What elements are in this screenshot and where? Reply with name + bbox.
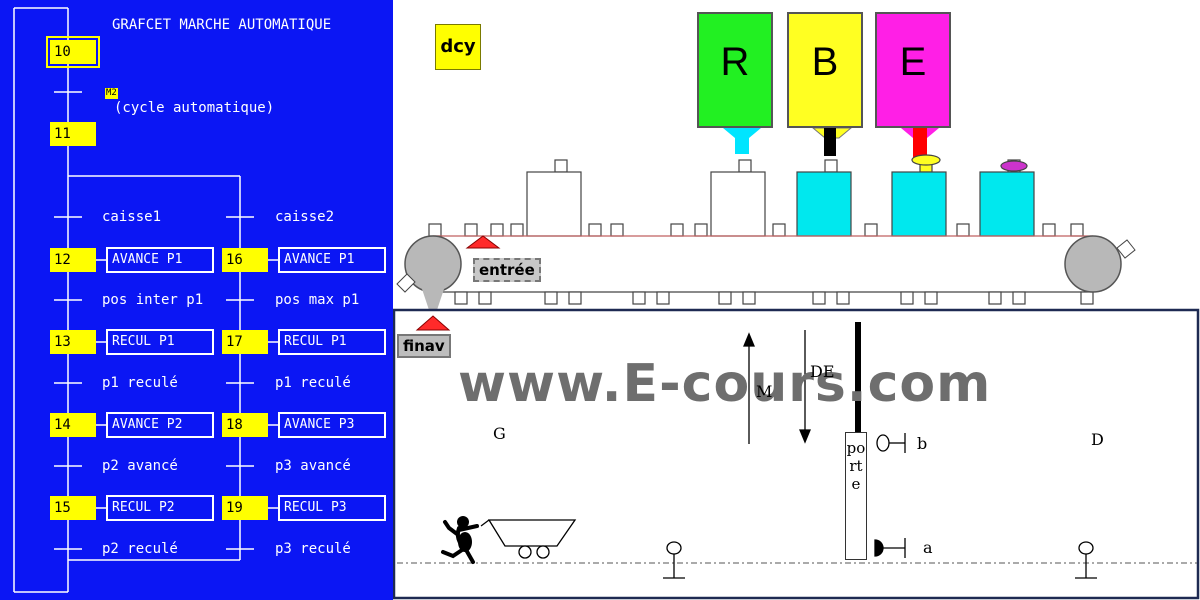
action-box: AVANCE P3 xyxy=(278,412,386,438)
step-19[interactable]: 19 xyxy=(222,496,268,520)
conveyor-belt xyxy=(428,223,1094,305)
step-13[interactable]: 13 xyxy=(50,330,96,354)
condition-label: p1 reculé xyxy=(102,375,178,391)
condition-label: p3 reculé xyxy=(275,541,351,557)
hopper-spout-r xyxy=(735,136,749,154)
door: porte xyxy=(845,432,867,560)
step-12[interactable]: 12 xyxy=(50,248,96,272)
discharge-funnel xyxy=(421,286,445,310)
label-g: G xyxy=(493,424,506,443)
entree-sensor-label[interactable]: entrée xyxy=(473,258,541,282)
entree-sensor-icon xyxy=(465,235,501,249)
label-m: M xyxy=(756,382,773,401)
hopper-b: B xyxy=(787,12,863,128)
step-18[interactable]: 18 xyxy=(222,413,268,437)
hopper-e: E xyxy=(875,12,951,128)
grafcet-lines xyxy=(13,7,278,593)
roller-tab-left xyxy=(396,273,416,293)
grafcet-panel: GRAFCET MARCHE AUTOMATIQUE 10 M2 (cycle … xyxy=(0,0,393,600)
step-15[interactable]: 15 xyxy=(50,496,96,520)
wheelbarrow-icon xyxy=(480,519,577,559)
condition-caisse2: caisse2 xyxy=(275,209,335,225)
condition-label: p3 avancé xyxy=(275,458,351,474)
step-16[interactable]: 16 xyxy=(222,248,268,272)
step-17[interactable]: 17 xyxy=(222,330,268,354)
watermark: www.E-cours.com xyxy=(458,354,992,414)
dcy-button[interactable]: dcy xyxy=(435,24,481,70)
action-box: RECUL P1 xyxy=(278,329,386,355)
worker-icon xyxy=(441,516,479,564)
grafcet-title: GRAFCET MARCHE AUTOMATIQUE xyxy=(112,17,332,33)
label-a: a xyxy=(923,538,933,557)
condition-label: p1 reculé xyxy=(275,375,351,391)
right-roller xyxy=(1064,235,1122,293)
step-10[interactable]: 10 xyxy=(46,36,100,68)
floor-sensor-d xyxy=(1075,541,1097,579)
scene-drawing xyxy=(393,122,1200,600)
floor-sensor-g xyxy=(663,541,685,579)
hopper-nozzle-r xyxy=(723,128,761,138)
condition-label: pos max p1 xyxy=(275,292,360,308)
step-14[interactable]: 14 xyxy=(50,413,96,437)
transition-cycle-label: (cycle automatique) xyxy=(114,100,275,116)
door-rod xyxy=(855,322,861,434)
label-de: DE xyxy=(810,362,835,381)
finav-sensor-label[interactable]: finav xyxy=(397,334,451,358)
action-box: AVANCE P2 xyxy=(106,412,214,438)
hopper-r: R xyxy=(697,12,773,128)
condition-label: p2 reculé xyxy=(102,541,178,557)
action-box: RECUL P2 xyxy=(106,495,214,521)
finav-sensor-icon xyxy=(415,315,451,331)
boxes xyxy=(526,154,1035,237)
door-arrows xyxy=(743,330,811,444)
hopper-spout-e xyxy=(913,128,927,158)
label-b: b xyxy=(917,434,928,453)
condition-caisse1: caisse1 xyxy=(102,209,162,225)
step-11[interactable]: 11 xyxy=(50,122,96,146)
label-d: D xyxy=(1091,430,1104,449)
condition-label: p2 avancé xyxy=(102,458,178,474)
action-box: AVANCE P1 xyxy=(278,247,386,273)
condition-label: pos inter p1 xyxy=(102,292,204,308)
roller-tab-right xyxy=(1116,239,1136,259)
action-box: AVANCE P1 xyxy=(106,247,214,273)
process-scene: dcy R B E entrée finav www.E-cours.com G… xyxy=(393,0,1200,600)
limit-switch-a xyxy=(874,538,906,558)
door-panel-frame xyxy=(393,308,1200,600)
transition-tag-m2: M2 xyxy=(105,88,118,99)
hopper-spout-b xyxy=(824,122,836,156)
action-box: RECUL P1 xyxy=(106,329,214,355)
action-box: RECUL P3 xyxy=(278,495,386,521)
limit-switch-b xyxy=(876,433,906,453)
